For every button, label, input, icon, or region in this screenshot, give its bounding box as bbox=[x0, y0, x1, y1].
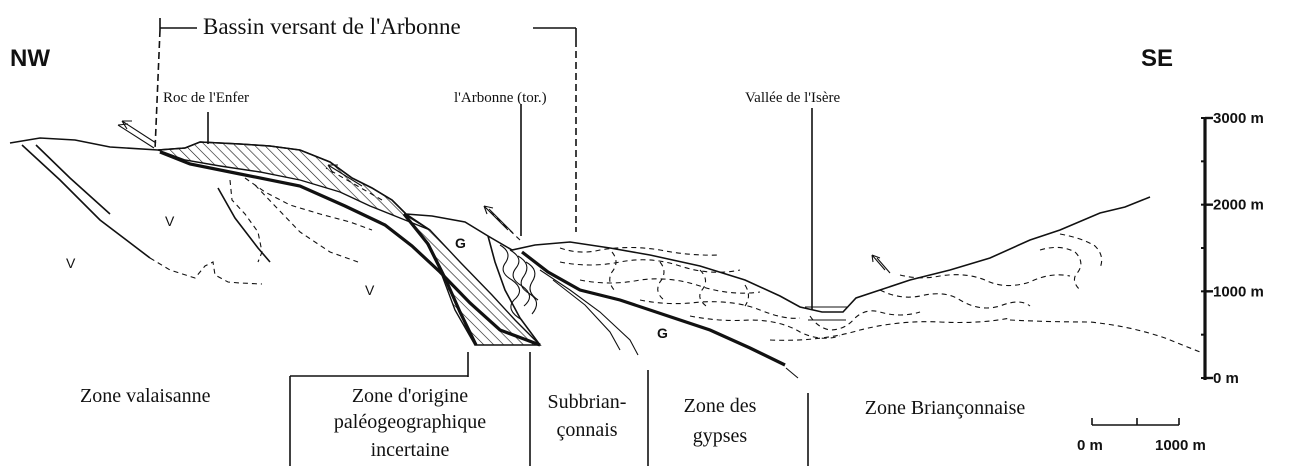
topographic-profile bbox=[10, 138, 1150, 312]
nw-label: NW bbox=[10, 45, 50, 72]
altitude-tick-label: 3000 m bbox=[1213, 110, 1264, 127]
distance-end-label: 1000 m bbox=[1155, 437, 1206, 454]
dashed-structures-right bbox=[560, 234, 1200, 352]
zone-labels: Zone valaisanne Zone d'origine paléogeog… bbox=[80, 385, 1025, 461]
distance-scale: 0 m 1000 m bbox=[1077, 418, 1206, 454]
se-label: SE bbox=[1141, 45, 1173, 72]
zone-gypses-line2: gypses bbox=[693, 425, 748, 447]
distance-start-label: 0 m bbox=[1077, 437, 1103, 454]
altitude-tick-label: 0 m bbox=[1213, 370, 1239, 387]
altitude-scale: 3000 m 2000 m 1000 m 0 m bbox=[1201, 110, 1264, 387]
symbol-v3: V bbox=[365, 282, 375, 298]
dashed-structures-left bbox=[150, 178, 372, 284]
symbol-v1: V bbox=[165, 213, 175, 229]
zone-incertaine-line3: incertaine bbox=[371, 439, 450, 461]
zone-incertaine-line1: Zone d'origine bbox=[352, 385, 468, 407]
symbol-g2: G bbox=[657, 325, 668, 341]
zone-subbrian-line2: çonnais bbox=[556, 419, 617, 441]
symbol-v2: V bbox=[66, 255, 76, 271]
zone-subbrian-line1: Subbrian- bbox=[548, 391, 627, 413]
zone-incertaine-line2: paléogeographique bbox=[334, 411, 486, 433]
isere-label: Vallée de l'Isère bbox=[745, 90, 840, 106]
basin-label: Bassin versant de l'Arbonne bbox=[203, 14, 461, 39]
arbonne-label: l'Arbonne (tor.) bbox=[454, 90, 547, 106]
altitude-tick-label: 2000 m bbox=[1213, 197, 1264, 214]
roc-enfer-label: Roc de l'Enfer bbox=[163, 90, 249, 106]
hatched-unit-lower bbox=[404, 214, 540, 345]
zone-brianconnaise: Zone Briançonnaise bbox=[865, 397, 1026, 419]
altitude-tick-label: 1000 m bbox=[1213, 283, 1264, 300]
zone-gypses-line1: Zone des bbox=[684, 395, 757, 417]
symbol-g1: G bbox=[455, 235, 466, 251]
gypsum-base-thrust bbox=[522, 252, 785, 365]
place-labels: Roc de l'Enfer l'Arbonne (tor.) Vallée d… bbox=[163, 90, 840, 310]
zone-valaisanne: Zone valaisanne bbox=[80, 385, 211, 407]
